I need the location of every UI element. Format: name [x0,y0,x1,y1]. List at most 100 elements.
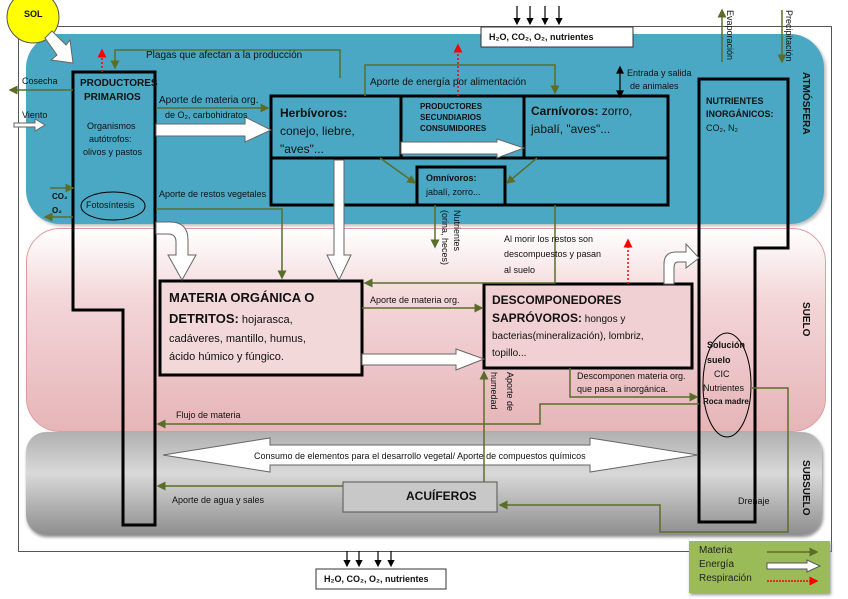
drainage-label: Drenaje [738,496,770,506]
legend-item-respiration: Respiración [699,573,752,584]
producers-title-1: PRODUCTORES [80,78,158,89]
soil-solution-line3: CIC [714,369,730,379]
matter-arrow-plant-residues [156,208,287,280]
matter-arrow-feeding [364,64,560,96]
co2-label: CO₂ [52,192,68,201]
decomposers-box [482,282,694,370]
legend-energy-arrow [766,559,822,573]
energy-arrow-wind [13,118,46,132]
moisture-label-2: humedad [489,372,499,410]
subsoil-label: SUBSUELO [800,460,811,516]
matter-arrow-pests [110,49,341,78]
inorganic-line1: NUTRIENTES [706,96,764,106]
consumption-label: Consumo de elementos para el desarrollo … [254,451,586,461]
bottom-output-box [315,568,447,590]
organic-matter-line2-rest: hojarasca, [241,314,293,326]
decomp-label-1: Descomponen materia org. [577,371,686,381]
pests-label: Plagas que afectan a la producción [146,50,303,61]
legend-symbols [766,547,822,586]
inorganic-line3: CO₂, N₂ [706,123,738,133]
energy-feeding-label: Aporte de energía por alimentación [370,77,527,88]
herbivores-line3: "aves"... [280,142,324,156]
photosynthesis-label: Fotosíntesis [86,200,135,210]
decomposers-title-2: SAPRÓVOROS: [492,311,583,325]
evaporation-label: Evaporación [725,10,735,61]
omnivores-line2: jabalí, zorro... [426,187,481,197]
water-salts-label: Aporte de agua y sales [172,495,265,505]
organic-to-decomp-label: Aporte de materia org. [370,295,460,305]
legend-item-matter: Materia [699,545,733,556]
bottom-output-label: H₂O, CO₂, O₂, nutrientes [324,574,429,584]
moisture-label-1: Aporte de [505,372,515,412]
nutrients-vertical-label-1: Nutrientes [452,210,462,252]
organic-matter-line4: ácido húmico y fúngico. [169,351,284,363]
energy-double-arrow-subsoil [162,437,699,473]
producers-title-2: PRIMARIOS [84,92,141,103]
carnivores-line1-rest: zorro, [601,104,633,118]
death-label-3: al suelo [504,265,536,275]
soil-solution-line2: suelo [707,355,731,365]
sun-label: SOL [24,9,43,19]
precipitation-label: Precipitación [784,10,794,62]
death-label-2: descompuestos y pasan [504,249,602,259]
energy-arrow-herbivores-organic [326,159,352,282]
carnivores-box [522,94,670,160]
photosynthesis-ellipse [80,191,146,221]
aquifers-box [342,481,498,513]
legend: Materia Energía Respiración [689,541,830,593]
decomposers-line2-rest: hongos y [584,314,626,325]
organic-matter-title-1: MATERIA ORGÁNICA O [169,290,315,305]
soil-solution-line4: Nutrientes [703,383,745,393]
aquifers-label: ACUÍFEROS [406,489,477,503]
matter-arrow-drainage [498,387,789,533]
decomposers-line2: SAPRÓVOROS: hongos y [492,311,625,325]
decomp-label-2: que pasa a inorgánica. [577,384,669,394]
soil-label: SUELO [800,302,811,337]
matter-arrow-death [363,205,556,288]
energy-arrow-herbivores-carnivores [400,138,526,159]
matter-flow-label: Flujo de materia [176,410,241,420]
energy-arrow-decomposers-inorganic [663,242,700,285]
wind-label: Viento [22,110,48,120]
carnivores-title: Carnívoros: [531,104,599,118]
top-output-label: H₂O, CO₂, O₂, nutrientes [489,32,594,42]
omnivores-title: Omnívoros: [426,173,477,183]
matter-arrow-carn-omni [505,157,538,184]
organic-matter-line3: cadáveres, mantillo, humus, [169,333,306,345]
producers-desc-1: Organismos [87,121,136,131]
energy-arrow-organic-decomposers [361,348,486,371]
herbivores-box [269,94,403,160]
plant-residues-label: Aporte de restos vegetales [159,189,267,199]
sun-circle [6,0,60,44]
nutrients-vertical-label-2: (orina, heces) [440,210,450,266]
matter-arrow-matter-flow [156,403,699,429]
soil-solution-line1: Solución [707,340,745,350]
carnivores-line1: Carnívoros: zorro, [531,104,632,118]
top-output-box [480,26,634,48]
organic-matter-title-2: DETRITOS: [169,311,239,326]
organic-input-label-1: Aporte de materia org. [159,95,259,106]
inorganic-line2: INORGÁNICOS: [706,109,774,119]
secondary-line1: PRODUCTORES [420,102,483,111]
harvest-label: Cosecha [22,76,58,86]
secondary-line3: CONSUMIDORES [420,124,487,133]
matter-arrow-decomp-inorganic [569,368,699,402]
animal-movement-label-2: de animales [630,81,679,91]
soil-solution-line5: Roca madre [703,397,749,406]
producers-column [71,70,157,527]
energy-arrow-producers-organic [155,221,197,282]
energy-arrow-producers-herbivores [155,116,273,143]
decomposers-line3: bacterias(mineralización), lombriz, [492,331,644,342]
o2-label: O₂ [52,206,62,215]
legend-item-energy: Energía [699,559,735,570]
organic-input-label-2: de O₂, carbohidratos [165,110,248,120]
sun-energy-arrow [44,30,74,64]
herbivores-line2: conejo, liebre, [280,124,355,138]
atmosphere-label: ATMÓSFERA [800,72,811,135]
decomposers-title-1: DESCOMPONEDORES [492,293,622,307]
carnivores-line2: jabalí, "aves"... [531,122,611,136]
inorganic-column [697,77,790,524]
decomposers-line4: topillo... [492,348,527,359]
omnivores-box [415,165,507,207]
